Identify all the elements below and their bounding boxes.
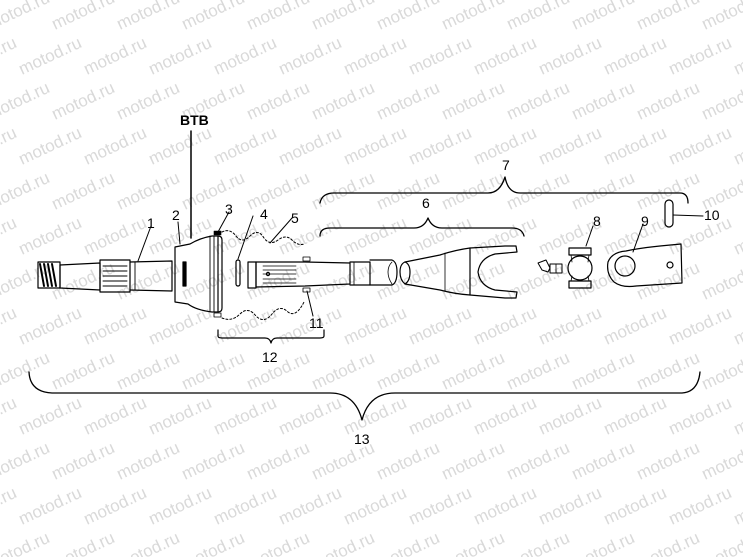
callout-4: 4 [260, 206, 268, 222]
brace-6 [319, 217, 525, 237]
callout-6: 6 [422, 195, 430, 211]
outer-stub-shaft [37, 259, 173, 293]
cv-joint-housing [174, 230, 223, 318]
callout-9: 9 [641, 213, 649, 229]
brace-12 [217, 329, 325, 344]
brace-13 [28, 371, 701, 421]
callout-10: 10 [704, 207, 720, 223]
callout-8: 8 [593, 213, 601, 229]
cv-boot [221, 230, 305, 320]
callout-1: 1 [147, 215, 155, 231]
brace-7 [319, 176, 689, 204]
callout-7: 7 [502, 157, 510, 173]
lever-plate [607, 243, 683, 288]
callout-12: 12 [262, 349, 278, 365]
retaining-ring [235, 259, 241, 287]
callout-13: 13 [354, 431, 370, 447]
pin [664, 199, 674, 228]
universal-joint-cross [567, 247, 593, 289]
intermediate-shaft [247, 245, 518, 299]
callout-5: 5 [291, 210, 299, 226]
btb-label: BTB [180, 112, 209, 128]
callout-11: 11 [309, 315, 324, 331]
callout-2: 2 [172, 207, 180, 223]
leader-lines [137, 211, 704, 317]
grease-fitting [537, 259, 563, 274]
callout-3: 3 [225, 201, 233, 217]
